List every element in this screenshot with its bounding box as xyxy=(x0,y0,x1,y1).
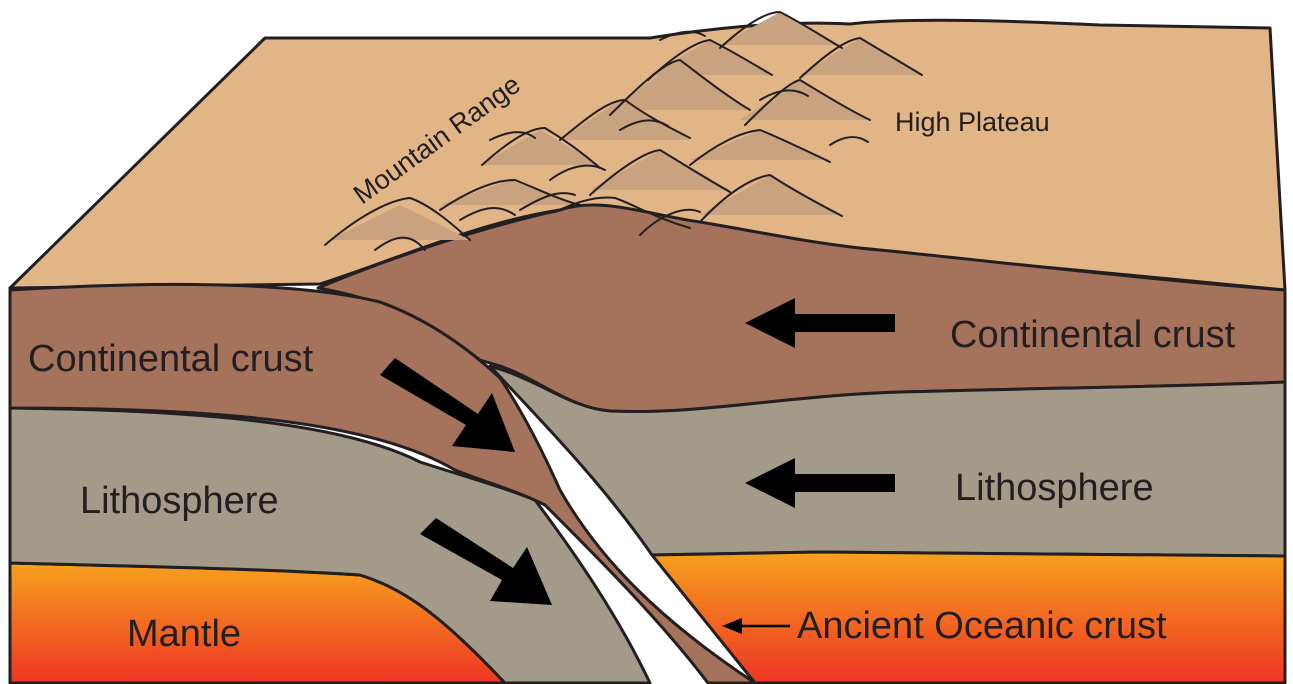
lithosphere-right-label: Lithosphere xyxy=(955,467,1154,509)
ancient-oceanic-crust-label: Ancient Oceanic crust xyxy=(797,605,1167,647)
continental-crust-right-label: Continental crust xyxy=(950,314,1236,356)
continental-crust-left-label: Continental crust xyxy=(28,338,314,380)
mantle-label: Mantle xyxy=(127,613,241,655)
lithosphere-left-label: Lithosphere xyxy=(80,480,279,522)
high-plateau-label: High Plateau xyxy=(895,107,1050,137)
